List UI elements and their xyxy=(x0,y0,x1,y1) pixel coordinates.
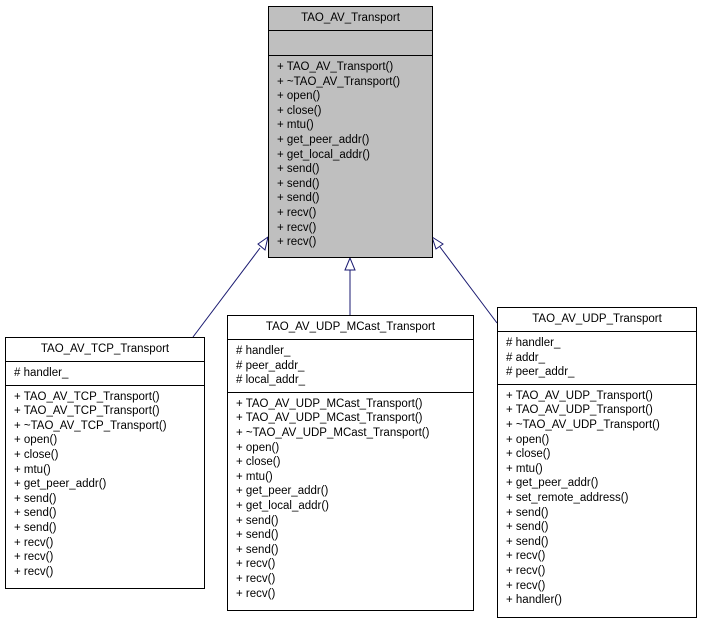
edge-udp-to-base xyxy=(439,246,498,324)
method: + send() xyxy=(236,514,279,527)
method: + recv() xyxy=(277,206,317,219)
method: + close() xyxy=(14,448,59,461)
method: + send() xyxy=(277,163,320,176)
method: + close() xyxy=(277,104,322,117)
method: + close() xyxy=(236,456,281,469)
method: + ~TAO_AV_UDP_MCast_Transport() xyxy=(236,426,430,439)
method: + get_local_addr() xyxy=(236,499,330,512)
method: + mtu() xyxy=(277,119,314,132)
class-tao-av-tcp-transport[interactable]: TAO_AV_TCP_Transport # handler_ + TAO_AV… xyxy=(5,337,205,589)
method: + recv() xyxy=(14,551,54,564)
attribute: # handler_ xyxy=(506,337,561,349)
method: + TAO_AV_UDP_Transport() xyxy=(506,389,653,402)
class-name: TAO_AV_Transport xyxy=(269,7,432,31)
method: + TAO_AV_UDP_Transport() xyxy=(506,404,653,417)
class-tao-av-udp-mcast-transport[interactable]: TAO_AV_UDP_MCast_Transport # handler_ # … xyxy=(227,315,474,611)
method: + get_peer_addr() xyxy=(506,477,599,490)
method: + recv() xyxy=(277,236,317,249)
class-tao-av-transport[interactable]: TAO_AV_Transport + TAO_AV_Transport() + … xyxy=(268,6,433,258)
methods-section: + TAO_AV_TCP_Transport() + TAO_AV_TCP_Tr… xyxy=(6,386,204,584)
inheritance-arrowhead xyxy=(257,235,269,251)
class-tao-av-udp-transport[interactable]: TAO_AV_UDP_Transport # handler_ # addr_ … xyxy=(497,307,697,618)
inheritance-arrowhead xyxy=(431,235,444,250)
method: + send() xyxy=(277,192,320,205)
method: + set_remote_address() xyxy=(506,491,629,504)
method: + send() xyxy=(236,529,279,542)
method: + send() xyxy=(277,177,320,190)
method: + recv() xyxy=(277,221,317,234)
method: + get_peer_addr() xyxy=(236,485,329,498)
method: + send() xyxy=(506,521,549,534)
method: + TAO_AV_UDP_MCast_Transport() xyxy=(236,412,423,425)
edge-tcp-to-base xyxy=(192,247,261,338)
method: + recv() xyxy=(236,587,276,600)
method: + recv() xyxy=(506,550,546,563)
attribute: # peer_addr_ xyxy=(236,359,305,372)
method: + recv() xyxy=(236,558,276,571)
methods-section: + TAO_AV_UDP_Transport() + TAO_AV_UDP_Tr… xyxy=(498,385,696,612)
method: + open() xyxy=(14,434,58,447)
inheritance-arrowhead xyxy=(344,256,356,271)
method: + ~TAO_AV_Transport() xyxy=(277,75,401,88)
method: + recv() xyxy=(14,565,54,578)
method: + recv() xyxy=(14,536,54,549)
attribute: # handler_ xyxy=(14,367,69,379)
methods-section: + TAO_AV_Transport() + ~TAO_AV_Transport… xyxy=(269,56,432,254)
method: + TAO_AV_Transport() xyxy=(277,61,394,73)
method: + TAO_AV_TCP_Transport() xyxy=(14,405,160,418)
attribute: # handler_ xyxy=(236,345,291,357)
method: + recv() xyxy=(236,572,276,585)
method: + send() xyxy=(14,492,57,505)
attribute: # addr_ xyxy=(506,351,546,364)
method: + mtu() xyxy=(14,463,51,476)
method: + handler() xyxy=(506,594,562,607)
methods-section: + TAO_AV_UDP_MCast_Transport() + TAO_AV_… xyxy=(228,393,473,605)
method: + send() xyxy=(14,507,57,520)
method: + close() xyxy=(506,448,551,461)
method: + send() xyxy=(506,535,549,548)
method: + mtu() xyxy=(236,470,273,483)
method: + get_local_addr() xyxy=(277,148,371,161)
attributes-section: # handler_ # addr_ # peer_addr_ xyxy=(498,332,696,385)
method: + open() xyxy=(506,433,550,446)
attributes-section: # handler_ xyxy=(6,362,204,386)
method: + TAO_AV_UDP_MCast_Transport() xyxy=(236,397,423,410)
attributes-section xyxy=(269,31,432,56)
method: + get_peer_addr() xyxy=(14,478,107,491)
method: + mtu() xyxy=(506,462,543,475)
method: + recv() xyxy=(506,564,546,577)
method: + open() xyxy=(277,90,321,103)
method: + send() xyxy=(236,543,279,556)
method: + get_peer_addr() xyxy=(277,133,370,146)
attribute: # local_addr_ xyxy=(236,374,306,387)
method: + ~TAO_AV_UDP_Transport() xyxy=(506,418,660,431)
class-name: TAO_AV_UDP_Transport xyxy=(498,308,696,332)
method: + send() xyxy=(14,521,57,534)
class-name: TAO_AV_TCP_Transport xyxy=(6,338,204,362)
method: + open() xyxy=(236,441,280,454)
method: + TAO_AV_TCP_Transport() xyxy=(14,390,160,403)
class-name: TAO_AV_UDP_MCast_Transport xyxy=(228,316,473,340)
attributes-section: # handler_ # peer_addr_ # local_addr_ xyxy=(228,340,473,393)
attribute: # peer_addr_ xyxy=(506,366,575,379)
method: + ~TAO_AV_TCP_Transport() xyxy=(14,419,167,432)
method: + send() xyxy=(506,506,549,519)
method: + recv() xyxy=(506,579,546,592)
